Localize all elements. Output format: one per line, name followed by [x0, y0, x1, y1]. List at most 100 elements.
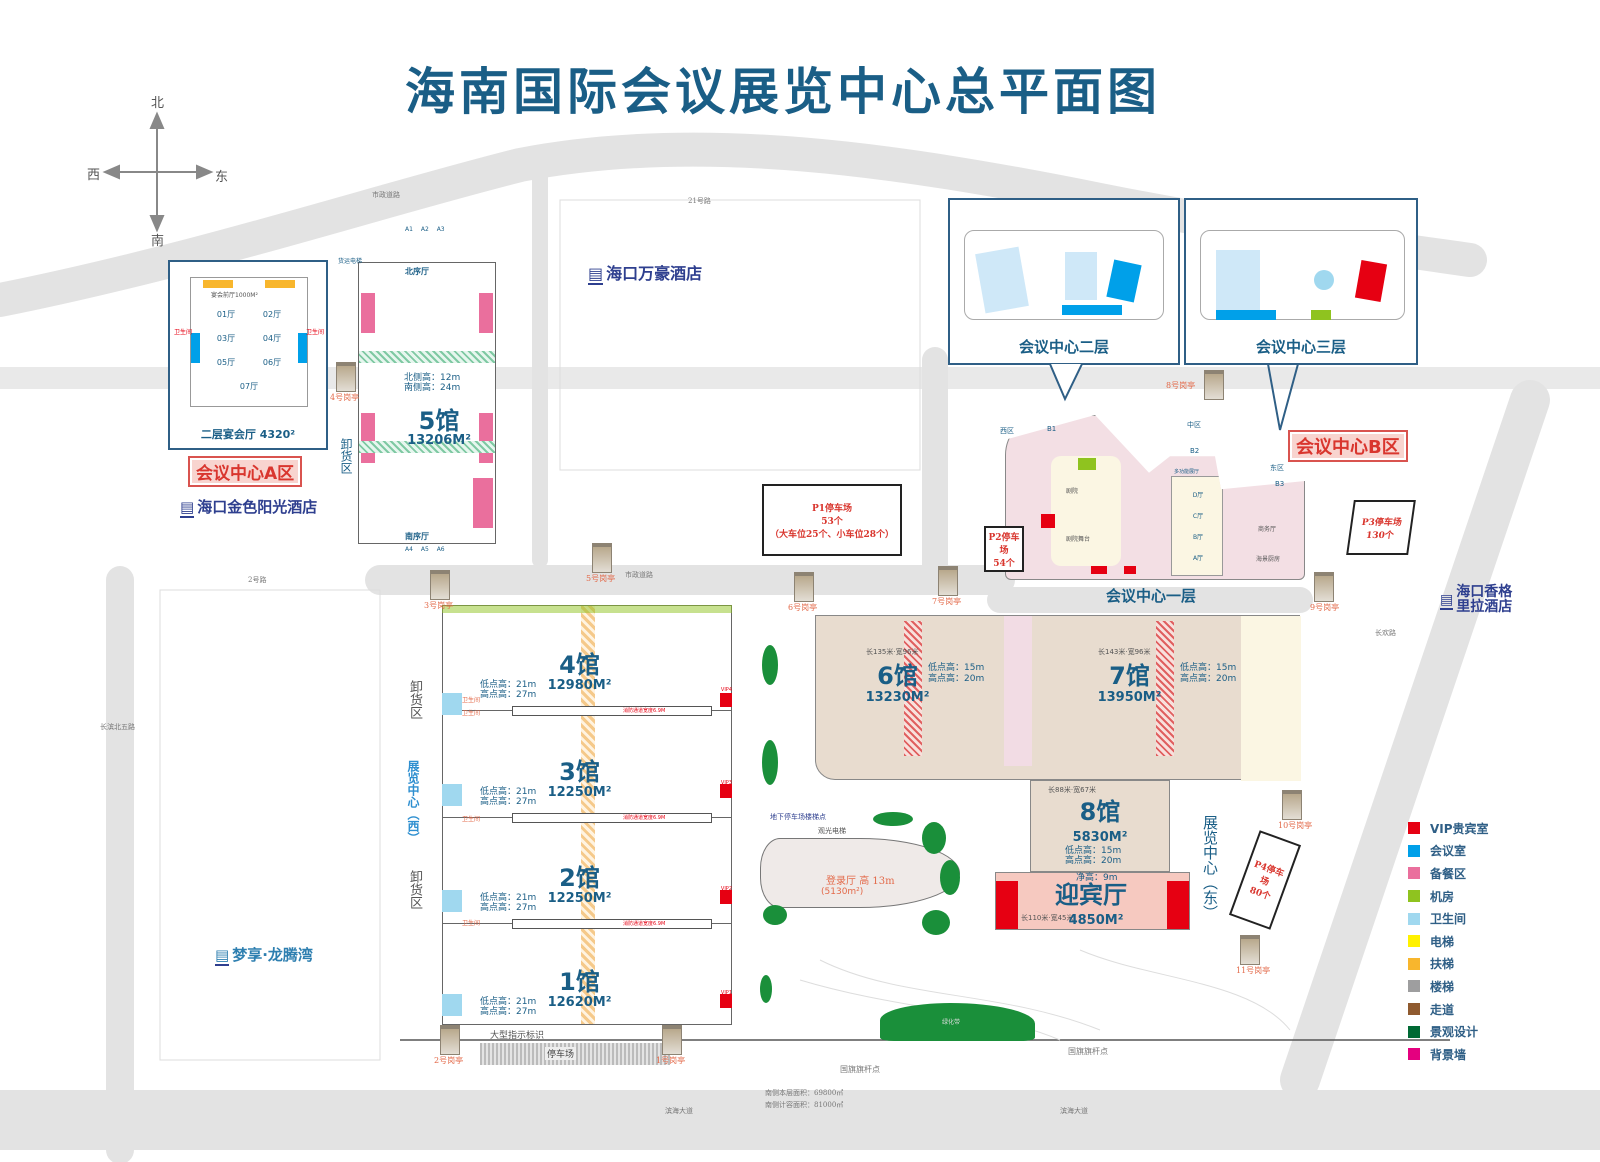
- guard-booth-icon: [440, 1025, 460, 1055]
- east-exhibition-center[interactable]: [815, 615, 1301, 781]
- hall-8[interactable]: [1030, 780, 1170, 872]
- guard-booth-icon: [1282, 790, 1302, 820]
- hall-1[interactable]: 1馆 12620M² 低点高：21m 高点高：27m VIP1 卫生间: [442, 920, 732, 1025]
- hall-5[interactable]: 北侧高：12m 南侧高：24m 5馆 13206M² 北序厅 2400M² 南序…: [358, 262, 496, 544]
- room: 07厅: [239, 382, 259, 391]
- booth-label: 3号岗亭: [424, 601, 454, 610]
- hall-area: 5830M²: [1072, 830, 1128, 845]
- legend-swatch: [1408, 1025, 1420, 1038]
- hotel-marriott[interactable]: ▤海口万豪酒店: [588, 264, 703, 285]
- room: 剧院舞台: [1066, 536, 1091, 543]
- hotel-shangri-la[interactable]: ▤海口香格里拉酒店: [1440, 584, 1513, 616]
- guard-booth-icon: [336, 362, 356, 392]
- room: 04厅: [262, 334, 282, 343]
- hall-name: 2馆: [559, 864, 600, 892]
- legend-item: 电梯: [1408, 930, 1528, 953]
- greenery: [760, 975, 772, 1003]
- gate-b2: B2: [1190, 447, 1200, 455]
- guard-booth[interactable]: 7号岗亭: [932, 566, 961, 606]
- guard-booth[interactable]: 3号岗亭: [424, 570, 453, 610]
- vip-label: VIP1: [720, 990, 732, 996]
- area-west: 西区: [1000, 427, 1014, 435]
- restroom-label: 卫生间: [462, 920, 481, 927]
- legend-swatch: [1408, 980, 1420, 993]
- east-center-label: 展览中心（东）: [1201, 815, 1219, 920]
- road-label: 市政道路: [372, 191, 400, 199]
- hall-4[interactable]: 4馆 12980M² 低点高：21m 高点高：27m 消防通道宽度6.9M VI…: [442, 605, 732, 716]
- low-height: 低点高：21m: [480, 997, 537, 1007]
- hall5-south-height: 南侧高：24m: [404, 383, 461, 393]
- guard-booth[interactable]: 4号岗亭: [330, 362, 359, 402]
- legend-item: 楼梯: [1408, 975, 1528, 998]
- zone-b-floor3-inset[interactable]: 会议中心三层: [1184, 198, 1418, 365]
- hall-2[interactable]: 2馆 12250M² 低点高：21m 高点高：27m 消防通道宽度6.9M VI…: [442, 816, 732, 929]
- guard-booth[interactable]: 6号岗亭: [788, 572, 817, 612]
- fire-lane: 消防通道宽度6.9M: [623, 708, 666, 714]
- hotel-icon: ▤: [588, 264, 604, 285]
- guard-booth[interactable]: 11号岗亭: [1236, 935, 1270, 975]
- hall-7-label: 长143米·宽96米 7馆 13950M² 低点高：15m 高点高：20m: [1092, 648, 1242, 720]
- hall-name: 3馆: [559, 758, 600, 786]
- room: 02厅: [262, 310, 282, 319]
- hotel-icon: ▤: [215, 946, 230, 966]
- room: 03厅: [216, 334, 236, 343]
- high-height: 高点高：20m: [1065, 856, 1122, 866]
- guard-booth-icon: [794, 572, 814, 602]
- zone-b-floor2-inset[interactable]: 会议中心二层: [948, 198, 1180, 365]
- hall-area: 4850M²: [1068, 913, 1124, 928]
- high-height: 高点高：27m: [480, 690, 537, 700]
- registration-area: (5130m²): [821, 887, 864, 897]
- low-height: 低点高：21m: [480, 680, 537, 690]
- legend-swatch: [1408, 935, 1420, 948]
- road-label: 2号路: [248, 576, 267, 584]
- hall-size: 长135米·宽96米: [866, 648, 919, 656]
- room: 多功能展厅: [1174, 469, 1200, 475]
- room: 01厅: [216, 310, 236, 319]
- room: D厅: [1192, 492, 1204, 499]
- unloading-zone: 卸货区: [407, 870, 422, 909]
- welcome-hall[interactable]: 净高：9m 迎宾厅 长110米·宽45米 4850M²: [995, 872, 1190, 930]
- booth-label: 8号岗亭: [1166, 381, 1196, 390]
- room: A厅: [1192, 555, 1204, 562]
- legend-swatch: [1408, 912, 1420, 925]
- greenery: [762, 645, 778, 685]
- guard-booth[interactable]: 2号岗亭: [434, 1025, 463, 1065]
- compass-arrows-icon: [102, 111, 214, 233]
- guard-booth[interactable]: 5号岗亭: [586, 543, 615, 583]
- page-title: 海南国际会议展览中心总平面图: [405, 63, 1161, 121]
- legend-swatch: [1408, 822, 1420, 835]
- low-height: 低点高：15m: [1065, 846, 1122, 856]
- legend-item: 机房: [1408, 885, 1528, 908]
- unloading-zone: 卸货区: [407, 680, 422, 719]
- vip-label: VIP2: [720, 886, 732, 892]
- legend-swatch: [1408, 867, 1420, 880]
- guard-booth[interactable]: 1号岗亭: [656, 1025, 685, 1065]
- guard-booth[interactable]: 10号岗亭: [1278, 790, 1312, 830]
- greenery-belt: 绿化带: [880, 1003, 1035, 1041]
- hall-name: 8馆: [1079, 798, 1121, 826]
- greenery: [922, 910, 950, 935]
- guard-booth[interactable]: 9号岗亭: [1310, 572, 1339, 612]
- legend-item: 扶梯: [1408, 953, 1528, 976]
- inset-caption: 二层宴会厅 4320²: [200, 428, 296, 441]
- hotel-dream-dragon-bay[interactable]: ▤梦享·龙腾湾: [215, 946, 313, 966]
- legend-item: 景观设计: [1408, 1020, 1528, 1043]
- booth-label: 2号岗亭: [434, 1056, 464, 1065]
- hotel-golden-sunshine[interactable]: ▤海口金色阳光酒店: [180, 498, 318, 518]
- guard-booth[interactable]: 8号岗亭: [1166, 370, 1224, 400]
- greenery: [922, 822, 946, 854]
- booth-label: 7号岗亭: [932, 597, 962, 606]
- west-center-label: 展览中心（西）: [406, 760, 420, 844]
- legend-swatch: [1408, 1048, 1420, 1061]
- freight-elevator: 货运电梯: [338, 258, 363, 265]
- flagpole: 国旗旗杆点: [840, 1065, 880, 1074]
- floor1-label: 会议中心一层: [1106, 587, 1197, 605]
- hall-3[interactable]: 3馆 12250M² 低点高：21m 高点高：27m 消防通道宽度6.9M VI…: [442, 710, 732, 823]
- hall-area: 12250M²: [547, 891, 612, 906]
- guard-booth-icon: [662, 1025, 682, 1055]
- zone-b-label: 会议中心B区: [1288, 430, 1408, 462]
